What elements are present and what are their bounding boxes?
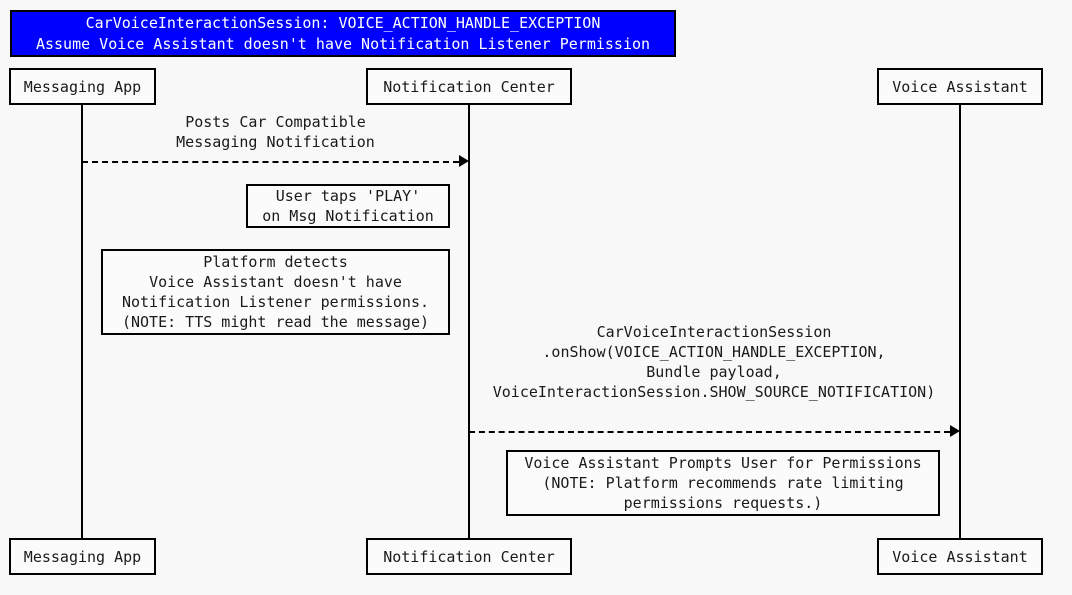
participant-label-notification-center-bottom: Notification Center	[383, 547, 555, 566]
message-label-post-notification-line-2: Messaging Notification	[176, 133, 375, 151]
lifeline-notification-center	[468, 104, 470, 538]
participant-box-voice-assistant-bottom[interactable]: Voice Assistant	[877, 538, 1043, 575]
message-label-on-show-line-1: CarVoiceInteractionSession	[596, 323, 832, 341]
participant-label-notification-center-top: Notification Center	[383, 77, 555, 96]
note-prompts-user-permissions-line-1: Voice Assistant Prompts User for Permiss…	[524, 454, 922, 472]
participant-label-voice-assistant-bottom: Voice Assistant	[892, 547, 1028, 566]
note-prompts-user-permissions-line-3: permissions requests.)	[623, 494, 823, 512]
message-label-on-show-line-2: .onShow(VOICE_ACTION_HANDLE_EXCEPTION,	[542, 343, 886, 361]
note-platform-detects-line-1: Platform detects	[203, 253, 348, 271]
participant-label-messaging-app-top: Messaging App	[23, 77, 142, 96]
message-arrowhead-on-show	[950, 425, 960, 437]
participant-label-messaging-app-bottom: Messaging App	[23, 547, 142, 566]
participant-box-messaging-app-top[interactable]: Messaging App	[9, 68, 156, 105]
diagram-title-line-1: CarVoiceInteractionSession: VOICE_ACTION…	[85, 13, 601, 32]
note-platform-detects-line-4: (NOTE: TTS might read the message)	[121, 313, 430, 331]
note-prompts-user-permissions: Voice Assistant Prompts User for Permiss…	[506, 450, 940, 516]
note-user-taps-play-line-2: on Msg Notification	[262, 207, 434, 225]
diagram-title-banner: CarVoiceInteractionSession: VOICE_ACTION…	[10, 10, 676, 57]
lifeline-messaging-app	[81, 104, 83, 538]
note-user-taps-play: User taps 'PLAY' on Msg Notification	[246, 184, 450, 228]
note-platform-detects: Platform detects Voice Assistant doesn't…	[101, 249, 450, 335]
note-platform-detects-line-2: Voice Assistant doesn't have	[149, 273, 402, 291]
lifeline-voice-assistant	[959, 104, 961, 538]
participant-box-voice-assistant-top[interactable]: Voice Assistant	[877, 68, 1043, 105]
message-label-post-notification: Posts Car Compatible Messaging Notificat…	[85, 112, 466, 152]
note-prompts-user-permissions-line-2: (NOTE: Platform recommends rate limiting	[542, 474, 904, 492]
message-label-on-show-line-4: VoiceInteractionSession.SHOW_SOURCE_NOTI…	[492, 383, 936, 401]
message-arrow-on-show	[469, 431, 950, 433]
participant-box-messaging-app-bottom[interactable]: Messaging App	[9, 538, 156, 575]
message-label-on-show: CarVoiceInteractionSession .onShow(VOICE…	[472, 322, 956, 402]
diagram-title-line-2: Assume Voice Assistant doesn't have Noti…	[35, 34, 651, 53]
message-label-post-notification-line-1: Posts Car Compatible	[185, 113, 366, 131]
participant-box-notification-center-bottom[interactable]: Notification Center	[366, 538, 572, 575]
message-arrowhead-post-notification	[459, 155, 469, 167]
note-user-taps-play-line-1: User taps 'PLAY'	[275, 187, 421, 205]
participant-label-voice-assistant-top: Voice Assistant	[892, 77, 1028, 96]
message-label-on-show-line-3: Bundle payload,	[646, 363, 782, 381]
note-platform-detects-line-3: Notification Listener permissions.	[121, 293, 430, 311]
message-arrow-post-notification	[82, 161, 459, 163]
participant-box-notification-center-top[interactable]: Notification Center	[366, 68, 572, 105]
